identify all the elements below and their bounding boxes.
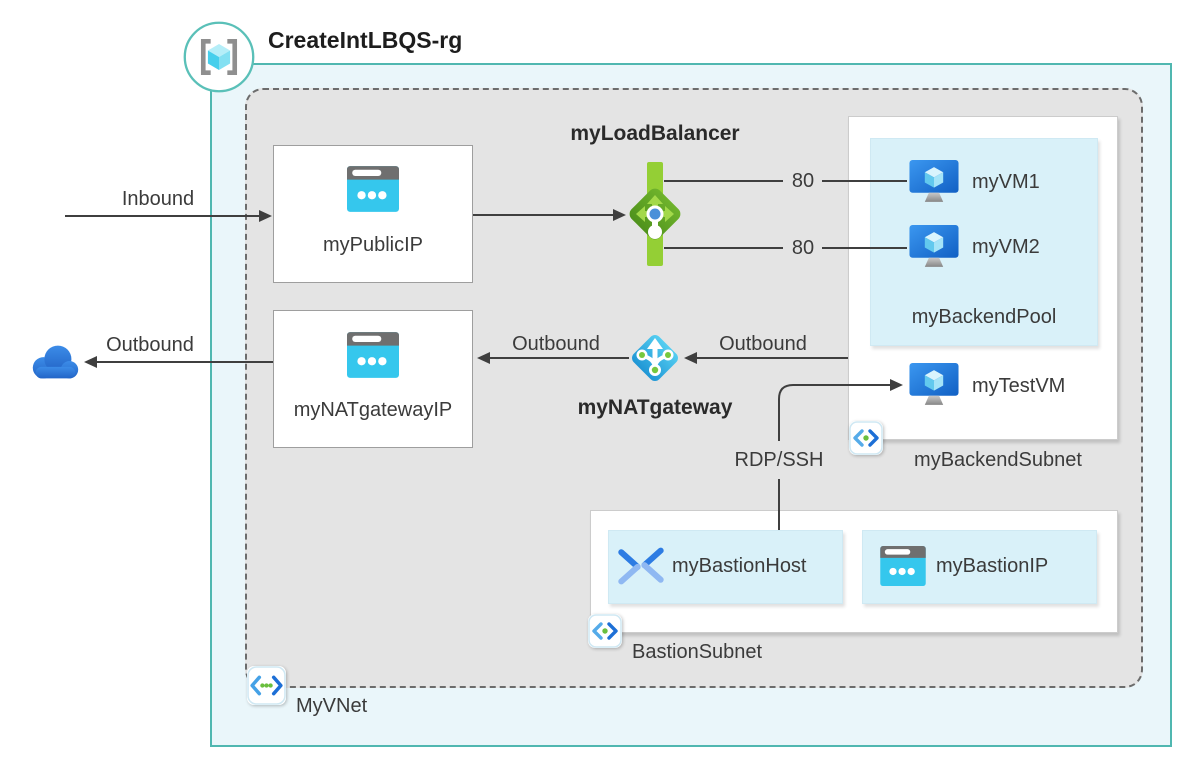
rdp-ssh-label: RDP/SSH	[734, 449, 824, 471]
nat-gateway-ip-icon	[347, 332, 399, 378]
resource-group-title: CreateIntLBQS-rg	[268, 27, 463, 53]
bastion-host-label: myBastionHost	[672, 555, 807, 577]
port-80-label-vm2: 80	[791, 237, 815, 259]
inbound-label: Inbound	[121, 188, 195, 210]
backend-subnet-label: myBackendSubnet	[914, 449, 1082, 471]
vnet-icon	[247, 666, 286, 705]
public-ip-icon	[347, 166, 399, 212]
backend-pool-label: myBackendPool	[911, 306, 1057, 328]
test-vm-label: myTestVM	[972, 375, 1066, 397]
resource-group-icon	[183, 21, 255, 93]
backend-pool-box	[870, 138, 1098, 346]
vm2-label: myVM2	[972, 236, 1040, 258]
cloud-icon	[32, 345, 79, 379]
test-vm-icon	[908, 362, 960, 409]
load-balancer-label: myLoadBalancer	[570, 122, 740, 145]
port-80-label-vm1: 80	[791, 170, 815, 192]
nat-gateway-icon	[632, 335, 678, 381]
public-ip-label: myPublicIP	[322, 234, 424, 256]
vnet-label: MyVNet	[296, 695, 368, 717]
outbound-nat-left-label: Outbound	[512, 333, 600, 355]
bastion-subnet-label: BastionSubnet	[632, 641, 763, 663]
bastion-ip-icon	[880, 546, 926, 586]
load-balancer-icon	[629, 162, 681, 266]
bastion-subnet-icon	[588, 614, 622, 648]
outbound-nat-right-label: Outbound	[719, 333, 807, 355]
nat-gateway-ip-box	[273, 310, 473, 448]
vm1-icon	[908, 159, 960, 206]
cloud-arrowhead	[84, 356, 97, 368]
nat-gateway-ip-label: myNATgatewayIP	[293, 399, 453, 421]
outbound-cloud-label: Outbound	[106, 334, 194, 356]
nat-gateway-label: myNATgateway	[577, 396, 733, 419]
bastion-icon	[618, 547, 664, 585]
vm1-label: myVM1	[972, 171, 1040, 193]
vm2-icon	[908, 224, 960, 271]
bastion-ip-label: myBastionIP	[936, 555, 1049, 577]
